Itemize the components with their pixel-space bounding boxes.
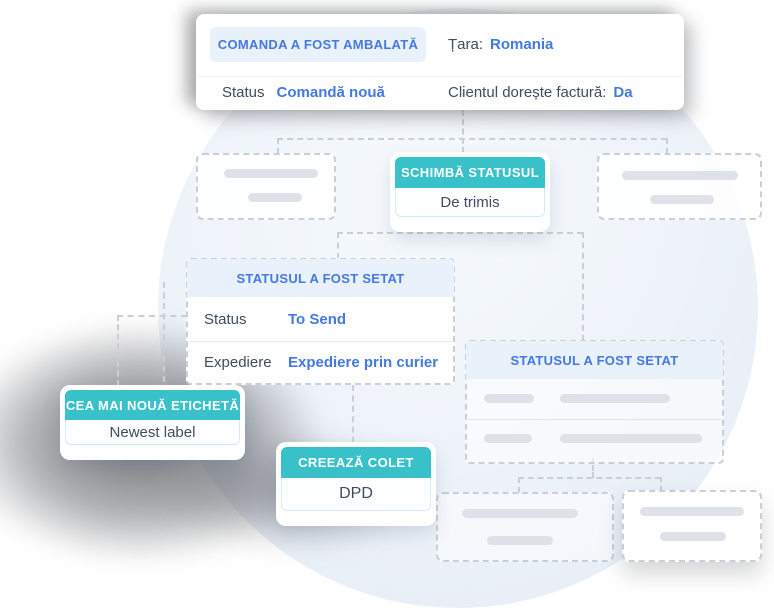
row-status-value: To Send (288, 310, 347, 328)
skeleton-line (622, 171, 738, 180)
connector-mid-branch (337, 232, 583, 234)
card-newest-label-value: Newest label (65, 420, 240, 445)
connector-drop-left-placeholder (277, 138, 279, 154)
field-country: Țara: Romania (448, 27, 553, 62)
row-shipping-label: Expediere (204, 354, 272, 371)
skeleton-line (224, 169, 318, 178)
card-divider (197, 76, 683, 77)
connector-drop-newest-label (117, 315, 119, 386)
field-country-value: Romania (490, 36, 554, 53)
connector-top-branch (277, 138, 667, 140)
skeleton-line (560, 434, 702, 443)
placeholder-card-bottom-center[interactable] (436, 492, 614, 562)
card-newest-label[interactable]: CEA MAI NOUĂ ETICHETĂ Newest label (60, 385, 245, 460)
placeholder-card-top-right[interactable] (597, 153, 762, 220)
card-create-parcel-value: DPD (281, 478, 431, 511)
card-change-status[interactable]: SCHIMBĂ STATUSUL De trimis (390, 152, 550, 232)
card-change-status-header: SCHIMBĂ STATUSUL (395, 157, 545, 188)
card-create-parcel-header: CREEAZĂ COLET (281, 447, 431, 478)
row-status-label: Status (204, 310, 247, 328)
connector-drop-status-left (337, 232, 339, 259)
row-shipping-value: Expediere prin curier (288, 354, 439, 371)
skeleton-line (650, 195, 714, 204)
card-status-set-left[interactable]: STATUSUL A FOST SETAT Status To Send Exp… (186, 258, 455, 385)
field-invoice-label: Clientul dorește factură: (448, 84, 607, 101)
field-status-label: Status (222, 84, 265, 101)
row-shipping: Expediere Expediere prin curier (204, 341, 438, 384)
placeholder-card-top-left[interactable] (196, 153, 336, 220)
field-status-value: Comandă nouă (276, 84, 385, 101)
skeleton-line (660, 532, 726, 541)
field-status: Status Comandă nouă (222, 76, 385, 109)
skeleton-line (248, 193, 302, 202)
card-divider (468, 419, 721, 420)
card-change-status-value: De trimis (395, 188, 545, 217)
skeleton-line (560, 394, 670, 403)
card-status-set-left-header: STATUSUL A FOST SETAT (187, 259, 454, 297)
connector-status-left-out (117, 315, 187, 317)
card-create-parcel[interactable]: CREEAZĂ COLET DPD (276, 442, 436, 526)
field-invoice: Clientul dorește factură: Da (448, 76, 633, 109)
connector-drop-status-right (582, 232, 584, 341)
card-newest-label-header: CEA MAI NOUĂ ETICHETĂ (65, 390, 240, 420)
connector-bottom-branch (518, 477, 661, 479)
skeleton-line (487, 536, 553, 545)
field-country-label: Țara: (448, 36, 484, 53)
card-status-set-right-header: STATUSUL A FOST SETAT (466, 341, 723, 379)
row-status: Status To Send (204, 297, 346, 341)
skeleton-line (484, 434, 532, 443)
card-order-packed[interactable]: COMANDA A FOST AMBALATĂ Țara: Romania St… (196, 14, 684, 110)
connector-top-to-change-status (462, 110, 464, 153)
skeleton-line (640, 507, 744, 516)
skeleton-line (462, 509, 578, 518)
connector-drop-bottom-center (518, 477, 520, 493)
skeleton-line (484, 394, 534, 403)
card-status-set-right[interactable]: STATUSUL A FOST SETAT (465, 340, 724, 464)
card-order-packed-header: COMANDA A FOST AMBALATĂ (210, 27, 426, 62)
connector-drop-bottom-right (660, 477, 662, 491)
connector-offset-rect-edge (163, 282, 165, 382)
connector-drop-create-parcel (352, 385, 354, 443)
connector-drop-right-placeholder (666, 138, 668, 154)
placeholder-card-bottom-right[interactable] (622, 490, 762, 562)
connector-status-right-out (592, 458, 594, 478)
field-invoice-value: Da (613, 84, 633, 101)
